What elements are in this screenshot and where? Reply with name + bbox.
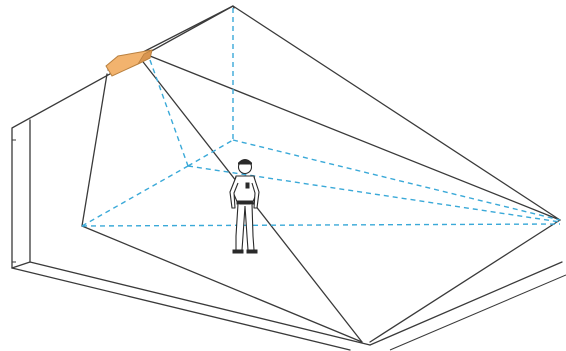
standing-person-icon [229, 159, 260, 254]
floor-near-edge [11, 267, 351, 351]
fov-edge-near [81, 225, 363, 343]
person-badge [245, 182, 250, 189]
camera-lens-face [136, 49, 153, 65]
left-wall-bottom [11, 261, 31, 269]
ceiling-right-edge [232, 5, 561, 221]
floor-left-edge [29, 261, 371, 346]
fov-camera-down [149, 59, 189, 167]
field-of-view-dashed [81, 8, 561, 227]
person-foot-left [232, 249, 244, 254]
camera-coverage-outline [81, 55, 561, 343]
person-cap [238, 159, 252, 165]
room-structure [11, 5, 566, 351]
fov-back-wall-right [232, 139, 561, 221]
fov-edge-right [149, 55, 561, 221]
person-arm-left [229, 176, 239, 209]
person-foot-right [246, 249, 258, 254]
floor-right-edge-outer [389, 274, 566, 351]
fov-floor-back [187, 139, 234, 167]
person-leg-left [235, 203, 246, 251]
floor-right-edge [369, 261, 563, 346]
person-leg-right [244, 203, 255, 251]
left-wall-outer [11, 5, 235, 269]
person-belt [236, 200, 254, 205]
fov-floor-left [81, 165, 189, 227]
person-arm-right [251, 176, 260, 209]
fov-floor-near [81, 223, 561, 227]
camera-icon [105, 49, 153, 77]
fov-edge-left [81, 73, 108, 227]
floor-far-right-edge [369, 219, 561, 343]
